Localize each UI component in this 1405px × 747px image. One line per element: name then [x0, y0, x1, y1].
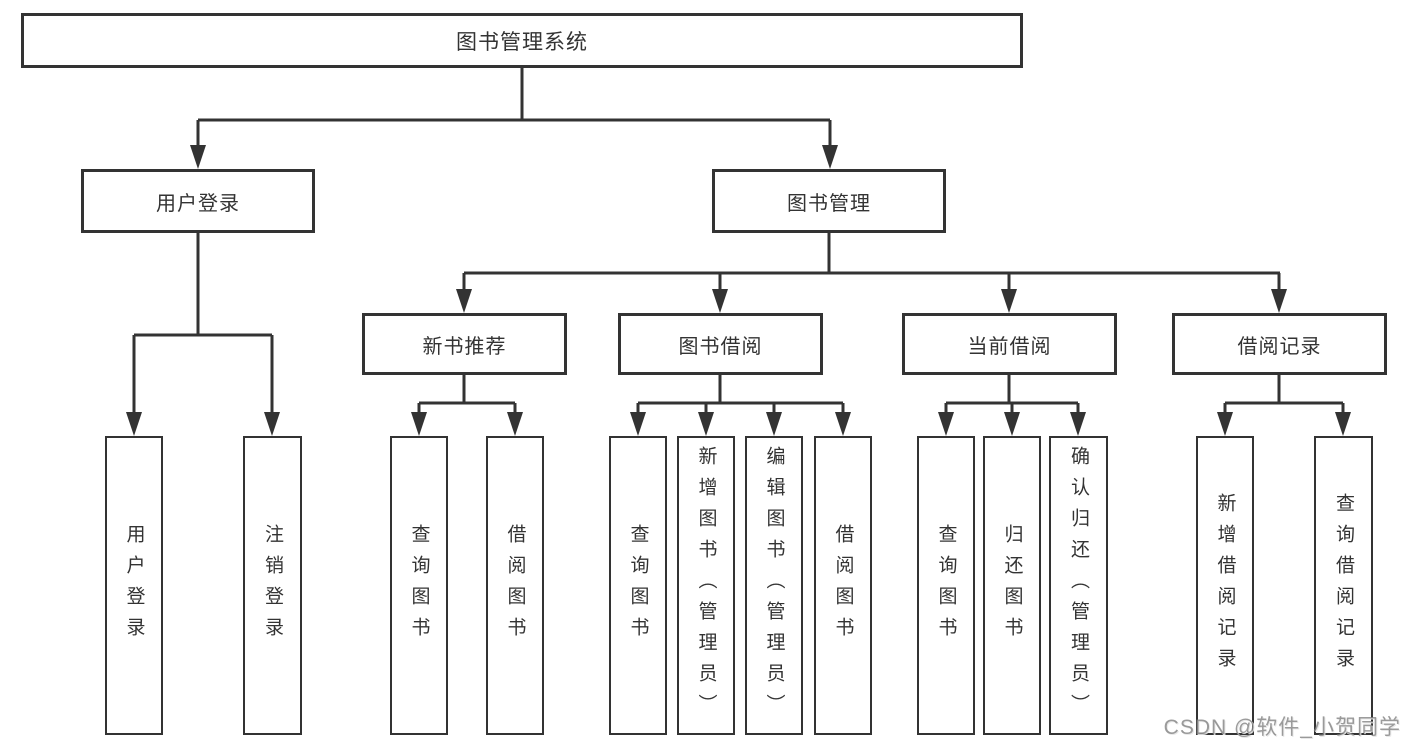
node-book-borrowing: 图书借阅 [618, 313, 823, 375]
connector-root-to-level2 [196, 68, 832, 149]
node-label: 新增借阅记录 [1214, 492, 1236, 679]
node-label: 注销登录 [262, 523, 283, 648]
leaf-query-books-current: 查询图书 [917, 436, 975, 735]
leaf-query-borrow-record: 查询借阅记录 [1314, 436, 1373, 735]
node-label: 图书管理 [787, 192, 871, 215]
node-label: 借阅记录 [1237, 335, 1322, 358]
connector-new-book-children [417, 375, 517, 416]
leaf-edit-books-admin: 编辑图书（管理员） [745, 436, 803, 735]
node-label: 查询图书 [627, 523, 649, 648]
node-book-management: 图书管理 [712, 169, 946, 233]
node-label: 新书推荐 [422, 335, 507, 358]
node-label: 用户登录 [123, 523, 145, 648]
connector-current-borrow-children [944, 375, 1080, 416]
leaf-borrow-books: 借阅图书 [814, 436, 872, 735]
node-label: 借阅图书 [504, 523, 526, 648]
leaf-user-login: 用户登录 [105, 436, 163, 735]
node-borrow-records: 借阅记录 [1172, 313, 1387, 375]
node-label: 查询借阅记录 [1333, 492, 1354, 679]
node-label: 当前借阅 [967, 335, 1052, 358]
leaf-logout: 注销登录 [243, 436, 302, 735]
leaf-query-books-recommend: 查询图书 [390, 436, 448, 735]
leaf-return-books: 归还图书 [983, 436, 1041, 735]
csdn-watermark: CSDN @软件_小贺同学 [1163, 716, 1401, 739]
node-label: 查询图书 [408, 523, 430, 648]
node-new-book-recommend: 新书推荐 [362, 313, 567, 375]
leaf-confirm-return-admin: 确认归还（管理员） [1049, 436, 1108, 735]
node-label: 图书借阅 [678, 335, 763, 358]
node-label: 查询图书 [935, 523, 957, 648]
connector-user-login-children [132, 233, 274, 416]
leaf-add-books-admin: 新增图书（管理员） [677, 436, 735, 735]
leaf-query-books-borrowing: 查询图书 [609, 436, 667, 735]
node-label: 归还图书 [1001, 523, 1023, 648]
node-label: 编辑图书（管理员） [763, 446, 785, 725]
connector-borrow-records-children [1223, 375, 1345, 416]
leaf-add-borrow-record: 新增借阅记录 [1196, 436, 1254, 735]
node-label: 确认归还（管理员） [1068, 446, 1089, 725]
arrowheads [126, 145, 1351, 436]
node-system-root: 图书管理系统 [21, 13, 1023, 68]
node-label: 图书管理系统 [456, 30, 588, 54]
connector-book-mgmt-children [462, 233, 1281, 293]
node-label: 新增图书（管理员） [695, 446, 717, 725]
node-label: 用户登录 [156, 192, 240, 215]
connector-book-borrow-children [636, 375, 845, 416]
node-current-borrowing: 当前借阅 [902, 313, 1117, 375]
leaf-borrow-books-recommend: 借阅图书 [486, 436, 544, 735]
node-label: 借阅图书 [832, 523, 854, 648]
node-user-login: 用户登录 [81, 169, 315, 233]
